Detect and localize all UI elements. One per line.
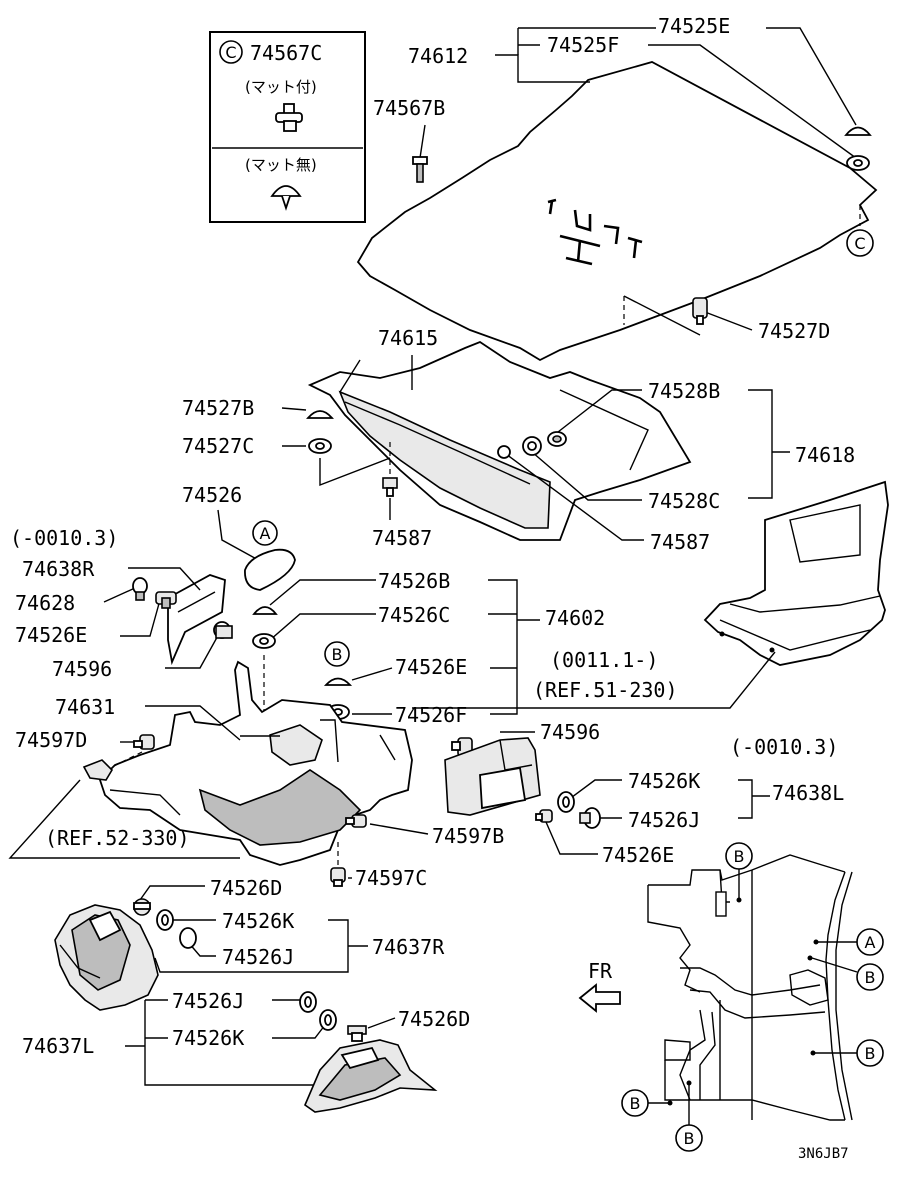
clip-without-mat-icon [270,185,302,211]
clip-74628-icon [132,577,148,601]
label-74526B: 74526B [378,569,450,593]
label-74526J-a: 74526J [628,808,700,832]
clip-74597C-icon [330,867,346,887]
label-74526J-b: 74526J [222,945,294,969]
label-74597B: 74597B [432,824,504,848]
inset-with-mat: (マット付) [245,78,317,96]
clip-74526D-b-icon [347,1025,367,1042]
clip-with-mat-icon [275,103,303,132]
callout-b-bottom: B [684,1129,695,1148]
callout-b-left: B [630,1094,641,1113]
label-74602: 74602 [545,606,605,630]
ref-51-230: (REF.51-230) [533,678,678,702]
callout-a: A [260,524,271,543]
label-74567B: 74567B [373,96,445,120]
panel-74638L: 74596 (-0010.3) 74526K 74526J 74638L 745… [444,720,844,867]
label-74526K-c: 74526K [172,1026,244,1050]
callout-b-right-2: B [865,1044,876,1063]
floor-mat-74612: 74612 74525F 74525E C 74567B 74527D [356,14,878,362]
label-74526E-b: 74526E [395,655,467,679]
callout-b: B [332,645,343,664]
label-74638L: 74638L [772,781,844,805]
ref-52-330: (REF.52-330) [45,826,190,850]
bracket-74637L: 74526J 74526K 74637L 74526D [22,989,470,1113]
label-74596-a: 74596 [52,657,112,681]
front-direction-arrow: FR [578,959,621,1013]
label-74526: 74526 [182,483,242,507]
label-74526E-a: 74526E [15,623,87,647]
drawing-code: 3N6JB7 [798,1146,849,1162]
clip-74526E-c-icon [535,809,553,823]
panel-74638R: (-0010.3) 74638R 74628 74526E 74596 [10,526,233,681]
label-74597C: 74597C [355,866,427,890]
note-right-2: (-0010.3) [730,735,838,759]
clip-74597D-icon [133,734,155,750]
label-74526J-c: 74526J [172,989,244,1013]
clip-74527D-icon [692,297,708,325]
group-74602: 74526 A 74526B 74526C 74526E 74526F 7460… [182,483,605,760]
clip-74596-icon [213,621,233,639]
clip-74526E-icon [155,591,177,609]
label-74637R: 74637R [372,935,445,959]
seat-panel-ref51 [703,480,889,666]
label-74628: 74628 [15,591,75,615]
clip-74526D-icon [133,898,151,916]
label-74526F: 74526F [395,703,467,727]
label-74527B: 74527B [182,396,254,420]
label-74587-a: 74587 [372,526,432,550]
screw-74567B-icon [412,156,428,183]
label-74528C: 74528C [648,489,720,513]
note-right-1: (0011.1-) [550,648,658,672]
callout-b-top: B [734,847,745,866]
label-74526D-b: 74526D [398,1007,470,1031]
note-left: (-0010.3) [10,526,118,550]
inset-without-mat: (マット無) [245,156,317,174]
inset-box: C 74567C (マット付) (マット無) [209,31,366,223]
label-74527D: 74527D [758,319,830,343]
clip-74597B-icon [345,814,367,828]
label-74526K-b: 74526K [222,909,294,933]
clip-74526J-icon [579,807,601,829]
label-74597D: 74597D [15,728,87,752]
label-74528B: 74528B [648,379,720,403]
inset-part-number: 74567C [250,41,322,65]
label-74596-b: 74596 [540,720,600,744]
callout-c: C [854,234,865,253]
label-74526K-a: 74526K [628,769,700,793]
label-74638R: 74638R [22,557,95,581]
floor-tunnel-74615: 74615 74527B 74527C 74587 74528B 74528C … [182,326,855,554]
label-74587-b: 74587 [650,530,710,554]
label-74618: 74618 [795,443,855,467]
inset-callout: C [225,43,236,62]
label-74612: 74612 [408,44,468,68]
label-74526D-a: 74526D [210,876,282,900]
label-74526E-c: 74526E [602,843,674,867]
label-fr: FR [588,959,613,983]
mat-lettering [547,198,643,266]
label-74526C: 74526C [378,603,450,627]
label-74615: 74615 [378,326,438,350]
label-74631: 74631 [55,695,115,719]
bracket-74637R: 74526D 74526K 74526J 74637R [54,876,445,1011]
location-view: B A B B B B [621,842,884,1152]
label-74525F: 74525F [547,33,619,57]
label-74637L: 74637L [22,1034,94,1058]
label-74527C: 74527C [182,434,254,458]
label-74525E: 74525E [658,14,730,38]
floor-carpet-74631: 74631 74597D (REF.52-330) 74597B 74597C [8,660,504,890]
bolt-74587-icon [382,477,398,497]
callout-b-right-1: B [865,968,876,987]
callout-a-right: A [865,933,876,952]
